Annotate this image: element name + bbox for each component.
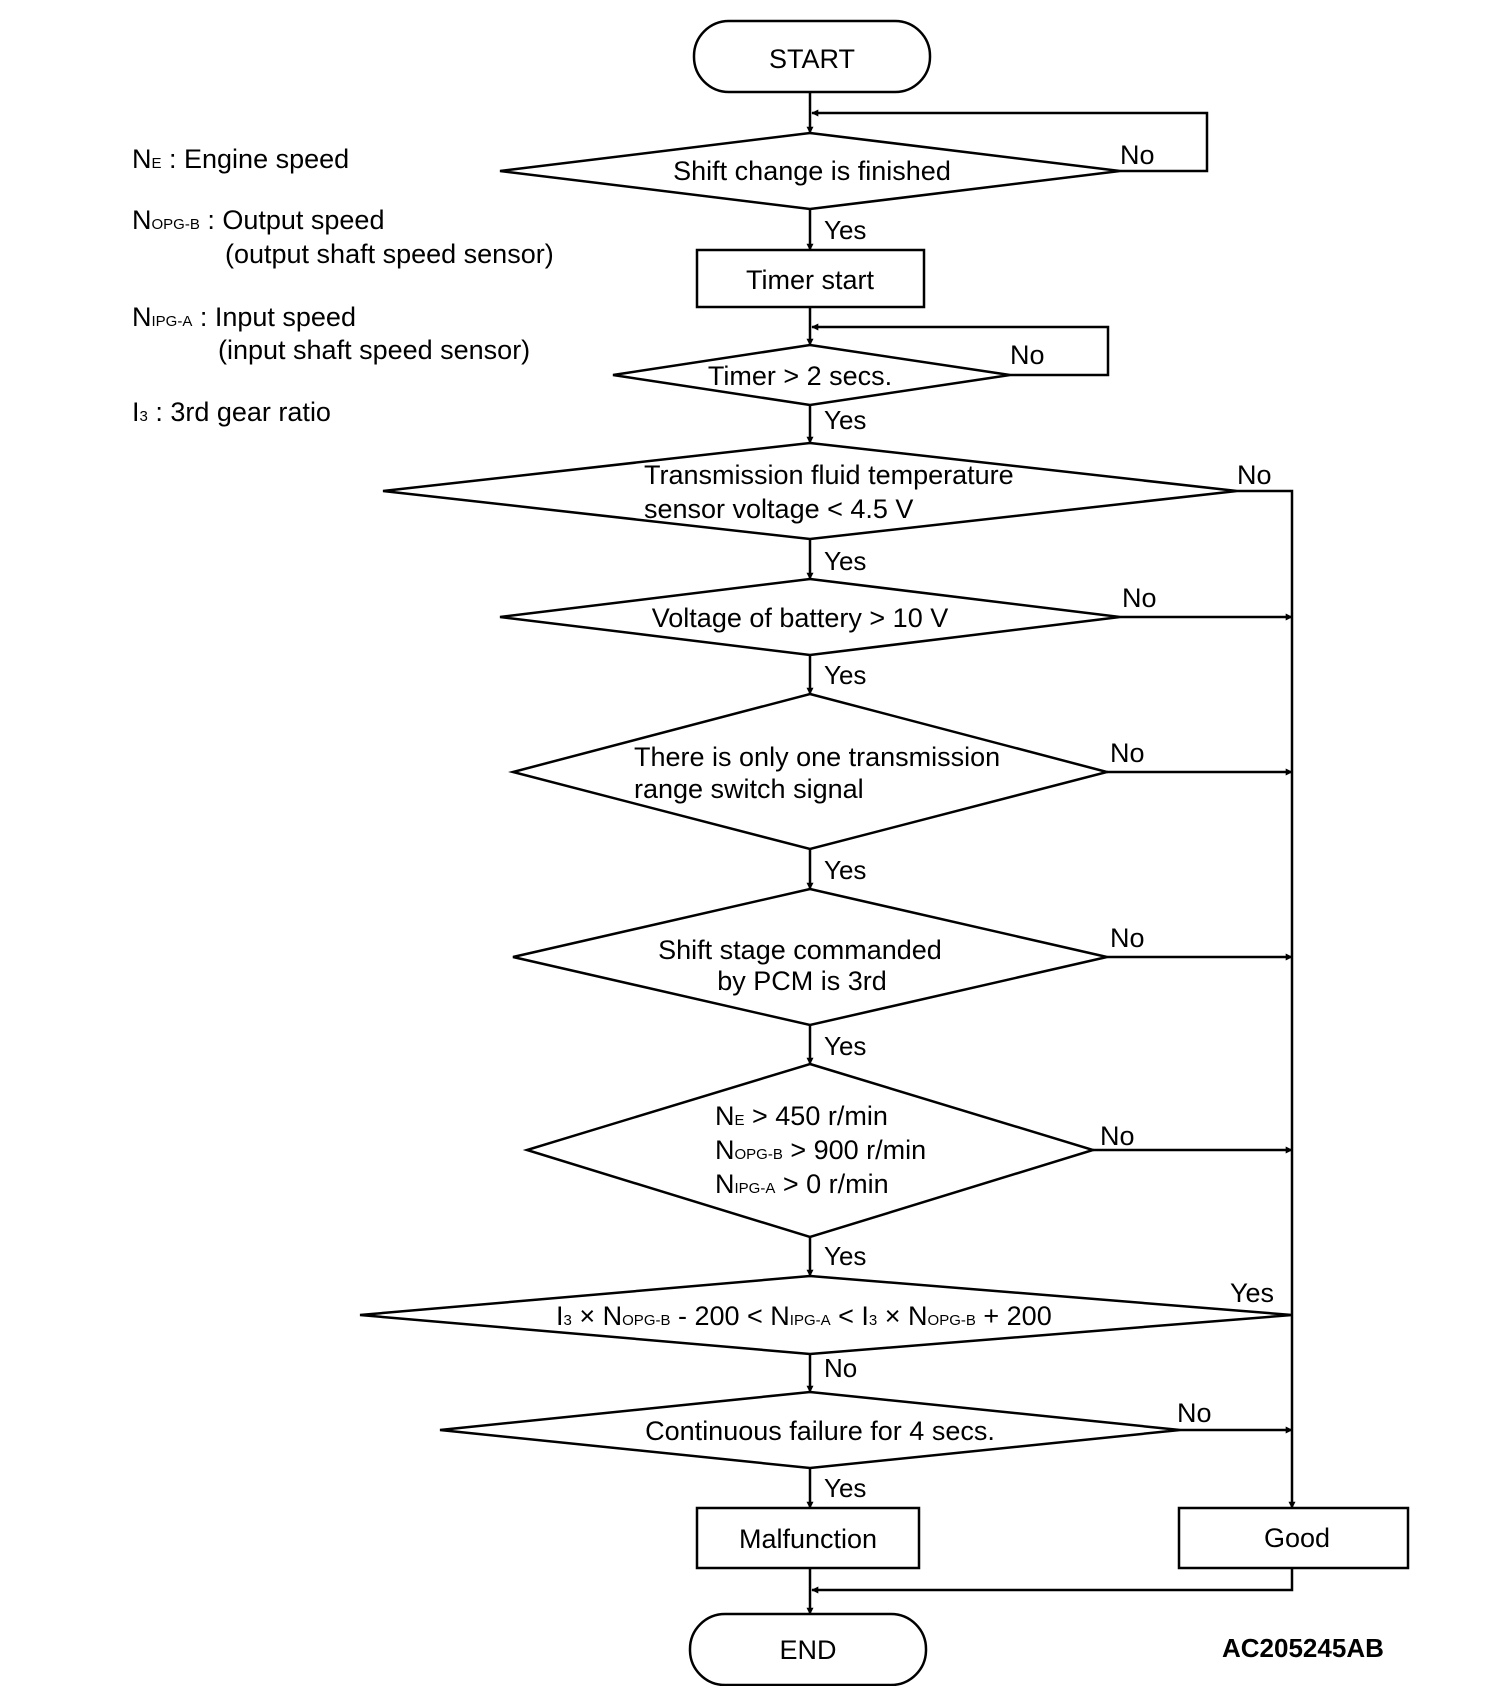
- d5-no-label: No: [1110, 738, 1145, 768]
- d5-yes-label: Yes: [824, 855, 866, 885]
- process-malfunction: [695, 1506, 921, 1570]
- legend-engine-speed: NE : Engine speed: [132, 144, 349, 174]
- decision-shift-stage-line1: Shift stage commanded: [658, 935, 942, 965]
- d6-no-label: No: [1110, 923, 1145, 953]
- loop-d1-no: [811, 109, 1209, 173]
- loop-d2-no: [811, 323, 1110, 377]
- legend: NE : Engine speed NOPG-B : Output speed …: [132, 144, 554, 427]
- d1-yes-label: Yes: [824, 215, 866, 245]
- process-malfunction-label: Malfunction: [739, 1524, 877, 1554]
- legend-output-speed-note: (output shaft speed sensor): [225, 239, 554, 269]
- d6-yes-label: Yes: [824, 1031, 866, 1061]
- decision-shift-stage-line2: by PCM is 3rd: [717, 966, 887, 996]
- decision-range-switch-line1: There is only one transmission: [634, 742, 1000, 772]
- d7-no-label: No: [1100, 1121, 1135, 1151]
- decision-battery-label: Voltage of battery > 10 V: [652, 603, 948, 633]
- arrow-good-to-end: [811, 1568, 1294, 1594]
- decision-speeds-line2: NOPG-B > 900 r/min: [715, 1135, 926, 1165]
- legend-output-speed: NOPG-B : Output speed: [132, 205, 384, 235]
- d2-no-label: No: [1010, 340, 1045, 370]
- end-terminal: [688, 1612, 928, 1686]
- d3-yes-label: Yes: [824, 546, 866, 576]
- decision-shift-change-label: Shift change is finished: [673, 156, 951, 186]
- decision-speeds-line1: NE > 450 r/min: [715, 1101, 888, 1131]
- decision-range-switch-line2: range switch signal: [634, 774, 864, 804]
- figure-id: AC205245AB: [1222, 1633, 1384, 1663]
- d4-no-label: No: [1122, 583, 1157, 613]
- legend-gear-ratio: I3 : 3rd gear ratio: [132, 397, 331, 427]
- process-timer-start-label: Timer start: [746, 265, 874, 295]
- decision-fluid-temp: [382, 441, 1238, 541]
- decision-timer-label: Timer > 2 secs.: [708, 361, 892, 391]
- decision-fluid-temp-line1: Transmission fluid temperature: [644, 460, 1014, 490]
- d9-no-label: No: [1177, 1398, 1212, 1428]
- end-label: END: [779, 1635, 836, 1665]
- d4-yes-label: Yes: [824, 660, 866, 690]
- decision-ratio-check-label: I3 × NOPG-B - 200 < NIPG-A < I3 × NOPG-B…: [556, 1301, 1052, 1331]
- legend-input-speed-note: (input shaft speed sensor): [218, 335, 530, 365]
- decision-speeds-line3: NIPG-A > 0 r/min: [715, 1169, 889, 1199]
- d9-yes-label: Yes: [824, 1473, 866, 1503]
- line-no-bus-to-good: [1237, 489, 1296, 1509]
- start-label: START: [769, 44, 855, 74]
- decision-continuous-failure-label: Continuous failure for 4 secs.: [645, 1416, 995, 1446]
- start-terminal: [692, 19, 932, 94]
- legend-input-speed: NIPG-A : Input speed: [132, 302, 356, 332]
- decision-fluid-temp-line2: sensor voltage < 4.5 V: [644, 494, 913, 524]
- d2-yes-label: Yes: [824, 405, 866, 435]
- process-good-label: Good: [1264, 1523, 1330, 1553]
- d1-no-label: No: [1120, 140, 1155, 170]
- d3-no-label: No: [1237, 460, 1272, 490]
- d8-no-label: No: [824, 1353, 857, 1383]
- d8-yes-label: Yes: [1230, 1278, 1274, 1308]
- process-good: [1177, 1506, 1410, 1570]
- d7-yes-label: Yes: [824, 1241, 866, 1271]
